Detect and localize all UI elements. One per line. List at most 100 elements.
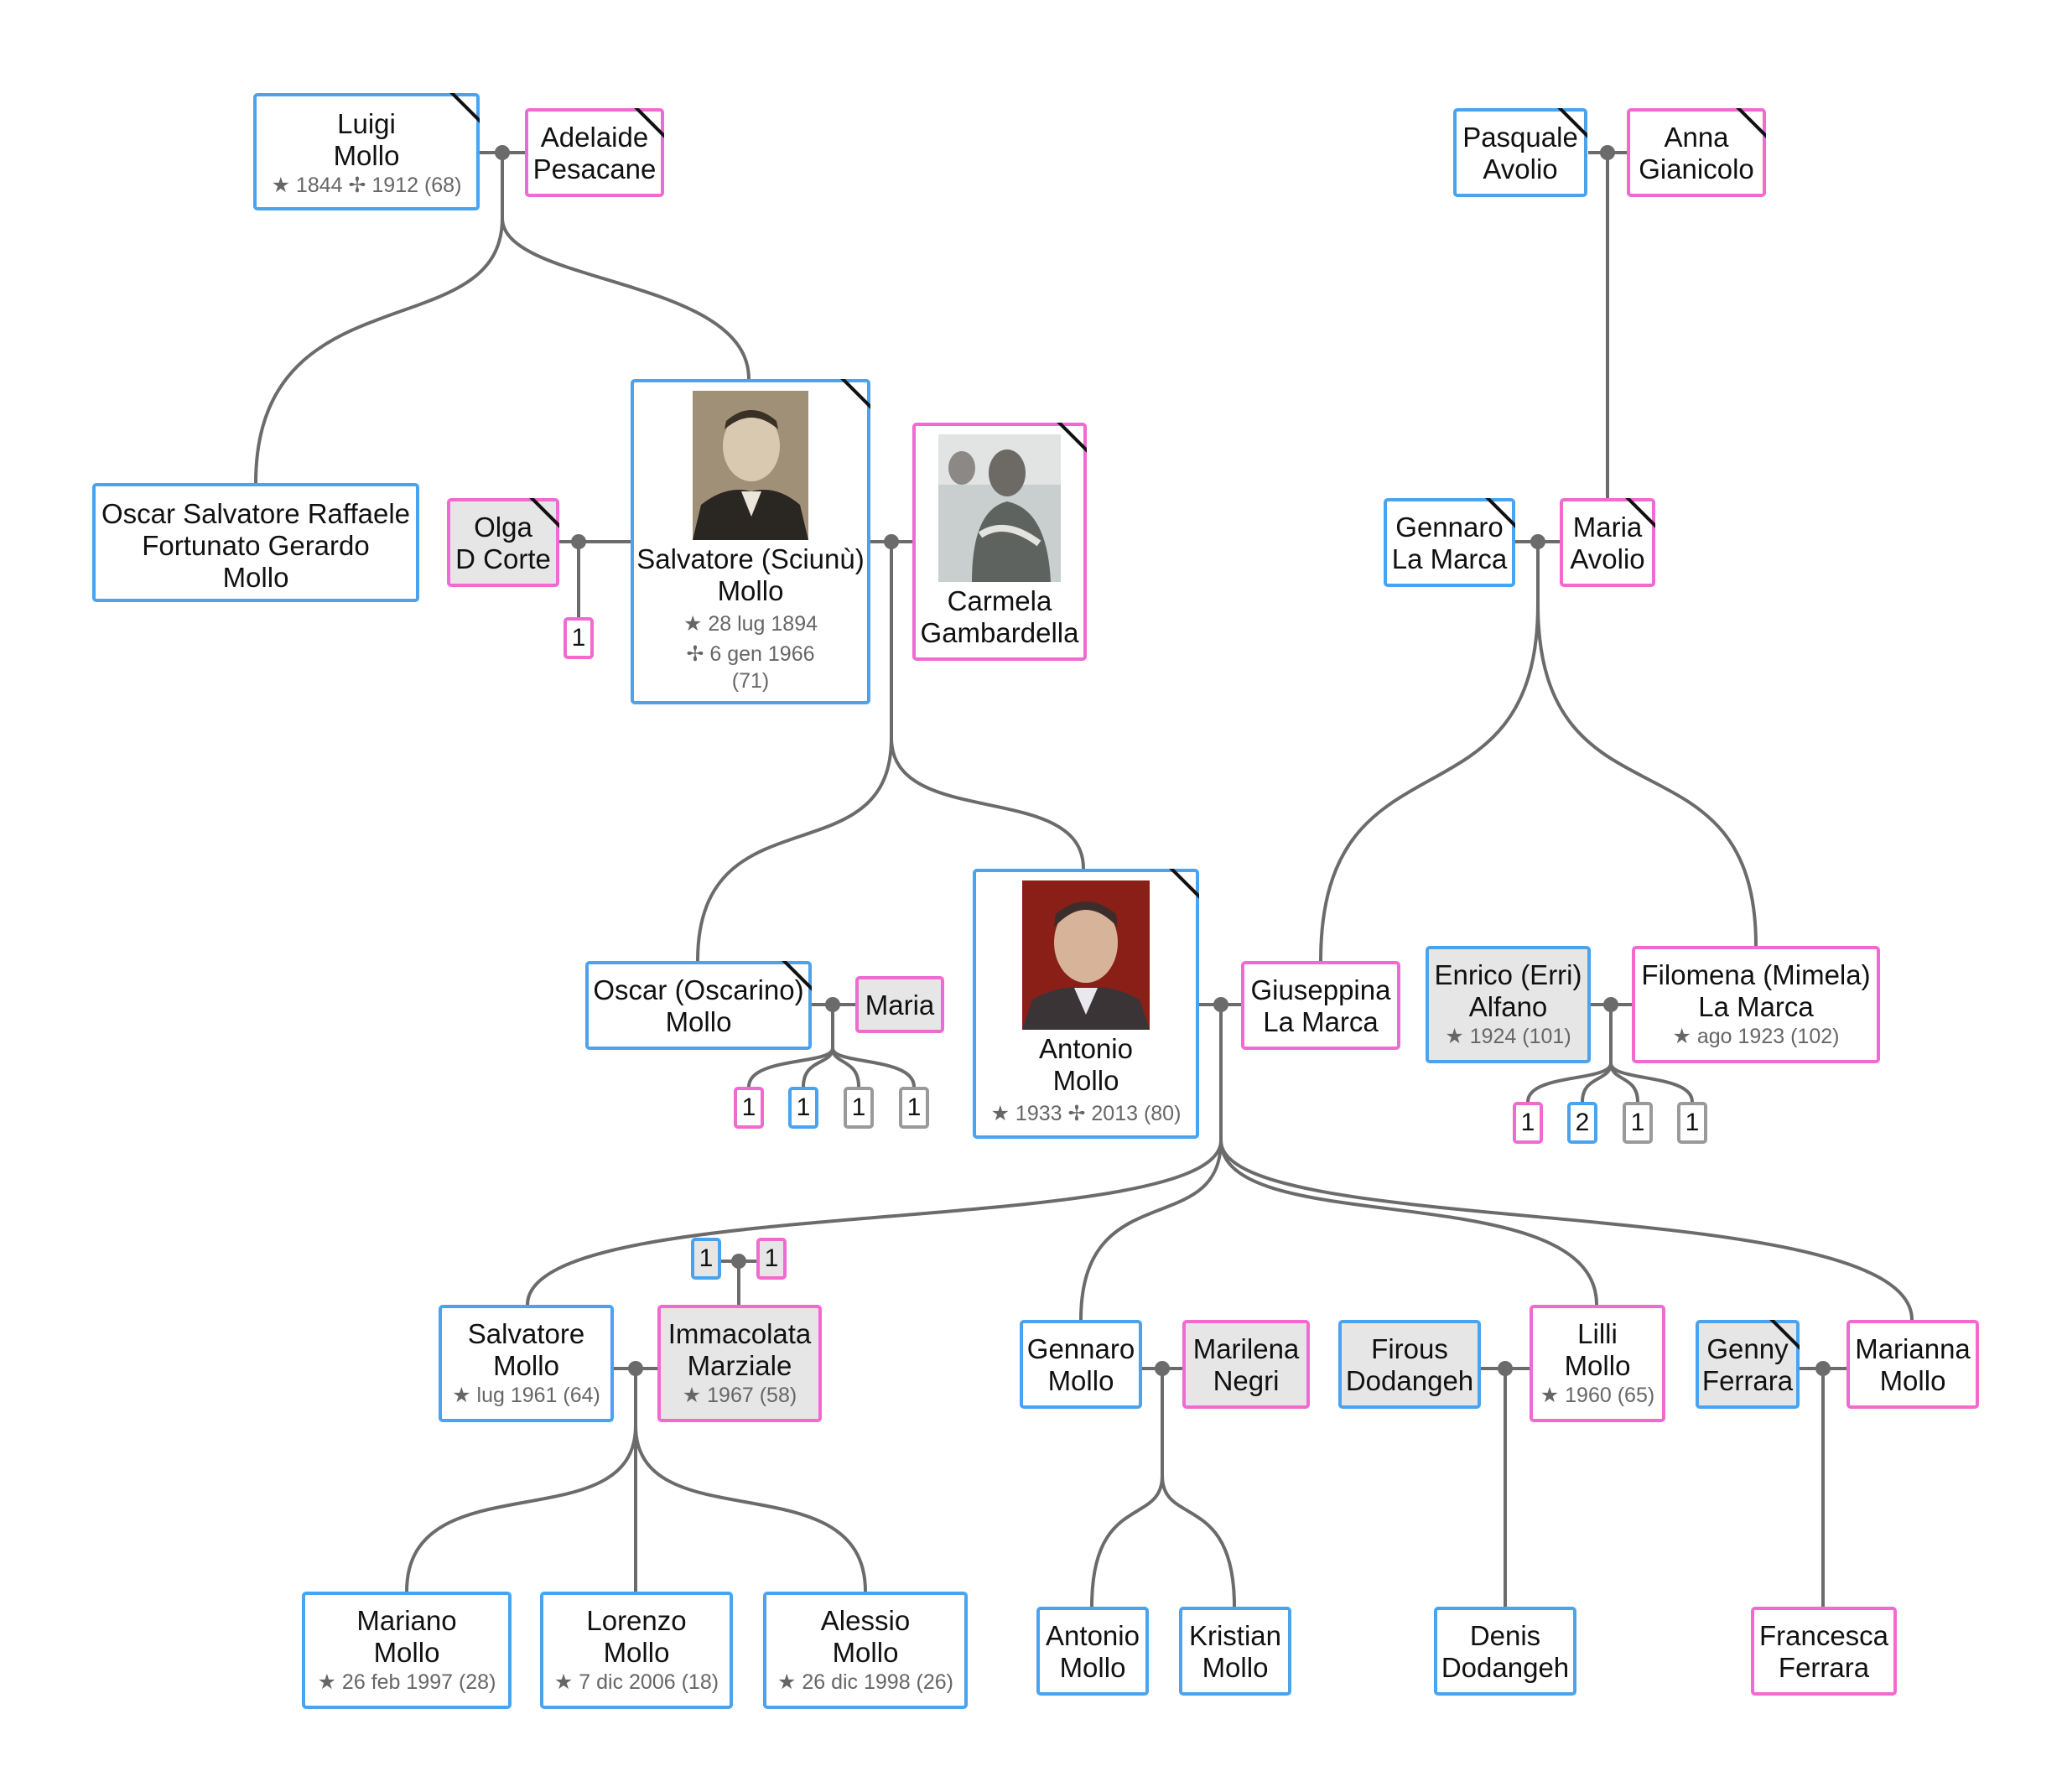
- couple-dot: [1530, 534, 1545, 549]
- person-card-denis-dodangeh[interactable]: Denis Dodangeh: [1434, 1607, 1576, 1696]
- person-card-mariano-mollo[interactable]: Mariano Mollo ★ 26 feb 1997 (28): [302, 1592, 512, 1709]
- deceased-ribbon-icon: [1769, 1320, 1800, 1350]
- person-name: Salvatore (Sciunù): [636, 543, 865, 574]
- descent-line: [1609, 1005, 1694, 1103]
- person-surname: Mollo: [493, 1350, 559, 1381]
- couple-dot: [731, 1254, 746, 1269]
- person-surname: Mollo: [373, 1637, 440, 1668]
- couple-dot: [825, 997, 840, 1012]
- deceased-ribbon-icon: [1557, 108, 1587, 138]
- person-surname: Gambardella: [920, 617, 1079, 648]
- person-dates: ★ ago 1923 (102): [1672, 1025, 1840, 1048]
- person-card-adelaide-pesacane[interactable]: Adelaide Pesacane: [525, 108, 664, 197]
- person-name: Carmela: [947, 585, 1052, 616]
- person-name: Antonio: [1046, 1620, 1140, 1651]
- person-card-immacolata-marziale[interactable]: Immacolata Marziale ★ 1967 (58): [657, 1305, 822, 1422]
- descent-line: [254, 153, 504, 484]
- deceased-ribbon-icon: [840, 379, 870, 409]
- person-name: Luigi: [337, 108, 396, 139]
- deceased-ribbon-icon: [1736, 108, 1766, 138]
- person-dates: ★ 7 dic 2006 (18): [553, 1670, 719, 1694]
- person-card-alessio-mollo[interactable]: Alessio Mollo ★ 26 dic 1998 (26): [763, 1592, 968, 1709]
- deceased-ribbon-icon: [1625, 498, 1655, 528]
- person-name: Gennaro: [1026, 1333, 1135, 1364]
- person-card-lilli-mollo[interactable]: Lilli Mollo ★ 1960 (65): [1530, 1305, 1665, 1422]
- descent-line: [1319, 542, 1540, 962]
- person-dates: ★ 1967 (58): [682, 1384, 797, 1407]
- person-name: Marianna: [1855, 1333, 1971, 1364]
- person-surname: Avolio: [1483, 153, 1558, 184]
- portrait-photo-antonio: [1022, 880, 1150, 1030]
- person-name: Francesca: [1758, 1620, 1889, 1651]
- person-surname: Mollo: [665, 1006, 732, 1037]
- person-age: (71): [731, 669, 770, 693]
- person-card-antonio-mollo-sr[interactable]: Antonio Mollo ★ 1933 ✢ 2013 (80): [973, 869, 1199, 1139]
- children-count-badge[interactable]: 1: [1513, 1102, 1543, 1144]
- person-name: Anna: [1664, 122, 1729, 153]
- person-dates: ★ lug 1961 (64): [452, 1384, 600, 1407]
- children-count-badge[interactable]: 1: [734, 1087, 764, 1129]
- children-count-badge[interactable]: 1: [788, 1087, 818, 1129]
- person-card-lorenzo-mollo[interactable]: Lorenzo Mollo ★ 7 dic 2006 (18): [540, 1592, 733, 1709]
- person-birth: ★ 28 lug 1894: [683, 612, 818, 636]
- person-name: Filomena (Mimela): [1641, 959, 1871, 990]
- person-surname: Mollo: [1047, 1365, 1114, 1396]
- couple-dot: [1213, 997, 1228, 1012]
- person-card-pasquale-avolio[interactable]: Pasquale Avolio: [1453, 108, 1587, 197]
- person-card-firous-dodangeh[interactable]: Firous Dodangeh: [1338, 1320, 1481, 1409]
- person-card-kristian-mollo[interactable]: Kristian Mollo: [1179, 1607, 1291, 1696]
- person-dates: ★ 1960 (65): [1540, 1384, 1655, 1407]
- person-card-francesca-ferrara[interactable]: Francesca Ferrara: [1751, 1607, 1897, 1696]
- children-count-badge[interactable]: 1: [899, 1087, 929, 1129]
- couple-dot: [1155, 1361, 1170, 1376]
- person-surname: La Marca: [1698, 991, 1814, 1022]
- deceased-ribbon-icon: [634, 108, 664, 138]
- person-surname: Mollo: [603, 1637, 670, 1668]
- person-card-carmela-gambardella[interactable]: Carmela Gambardella: [912, 423, 1087, 661]
- person-dates: ★ 1844 ✢ 1912 (68): [271, 174, 462, 197]
- person-card-oscar-oscarino-mollo[interactable]: Oscar (Oscarino) Mollo: [585, 961, 812, 1050]
- descent-line: [696, 542, 893, 962]
- person-card-marilena-negri[interactable]: Marilena Negri: [1182, 1320, 1310, 1409]
- person-card-maria-avolio[interactable]: Maria Avolio: [1560, 498, 1655, 587]
- person-card-anna-gianicolo[interactable]: Anna Gianicolo: [1627, 108, 1766, 197]
- children-count-badge[interactable]: 1: [1623, 1102, 1653, 1144]
- children-count-badge[interactable]: 1: [844, 1087, 874, 1129]
- person-dates: ★ 1924 (101): [1445, 1025, 1571, 1048]
- person-surname: Mollo: [832, 1637, 899, 1668]
- deceased-ribbon-icon: [1057, 423, 1087, 453]
- person-card-maria[interactable]: Maria: [855, 976, 944, 1033]
- person-card-gennaro-la-marca[interactable]: Gennaro La Marca: [1384, 498, 1515, 587]
- children-count-badge[interactable]: 1: [564, 617, 594, 659]
- portrait-photo-salvatore: [693, 391, 808, 540]
- person-name: Firous: [1371, 1333, 1448, 1364]
- person-card-antonio-mollo-jr[interactable]: Antonio Mollo: [1036, 1607, 1149, 1696]
- parents-count-badge[interactable]: 1: [756, 1238, 787, 1280]
- person-card-oscar-salvatore-raffaele[interactable]: Oscar Salvatore Raffaele Fortunato Gerar…: [92, 483, 419, 602]
- person-card-salvatore-mollo-jr[interactable]: Salvatore Mollo ★ lug 1961 (64): [439, 1305, 614, 1422]
- couple-dot: [628, 1361, 643, 1376]
- person-dates: ★ 26 dic 1998 (26): [776, 1670, 954, 1694]
- person-card-genny-ferrara[interactable]: Genny Ferrara: [1696, 1320, 1800, 1409]
- person-middle-names: Fortunato Gerardo: [142, 530, 370, 561]
- person-card-marianna-mollo[interactable]: Marianna Mollo: [1846, 1320, 1979, 1409]
- children-count-badge[interactable]: 2: [1567, 1102, 1597, 1144]
- person-name: Oscar Salvatore Raffaele: [101, 498, 411, 529]
- person-card-salvatore-sciunu-mollo[interactable]: Salvatore (Sciunù) Mollo ★ 28 lug 1894 ✢…: [631, 379, 870, 704]
- person-surname: Avolio: [1570, 543, 1645, 574]
- children-count-badge[interactable]: 1: [1677, 1102, 1707, 1144]
- person-surname: Mollo: [1059, 1652, 1126, 1683]
- person-name: Olga: [474, 512, 532, 543]
- person-surname: Ferrara: [1701, 1365, 1794, 1396]
- couple-dot: [884, 534, 899, 549]
- person-card-olga-d-corte[interactable]: Olga D Corte: [447, 498, 559, 587]
- person-card-gennaro-mollo[interactable]: Gennaro Mollo: [1020, 1320, 1142, 1409]
- descent-line: [831, 1005, 916, 1088]
- person-card-luigi-mollo[interactable]: Luigi Mollo ★ 1844 ✢ 1912 (68): [253, 93, 480, 210]
- person-card-giuseppina-la-marca[interactable]: Giuseppina La Marca: [1241, 961, 1400, 1050]
- person-surname: Mollo: [222, 562, 289, 593]
- person-card-filomena-la-marca[interactable]: Filomena (Mimela) La Marca ★ ago 1923 (1…: [1632, 946, 1880, 1063]
- parents-count-badge[interactable]: 1: [691, 1238, 721, 1280]
- descent-line: [501, 153, 751, 380]
- person-card-enrico-alfano[interactable]: Enrico (Erri) Alfano ★ 1924 (101): [1426, 946, 1591, 1063]
